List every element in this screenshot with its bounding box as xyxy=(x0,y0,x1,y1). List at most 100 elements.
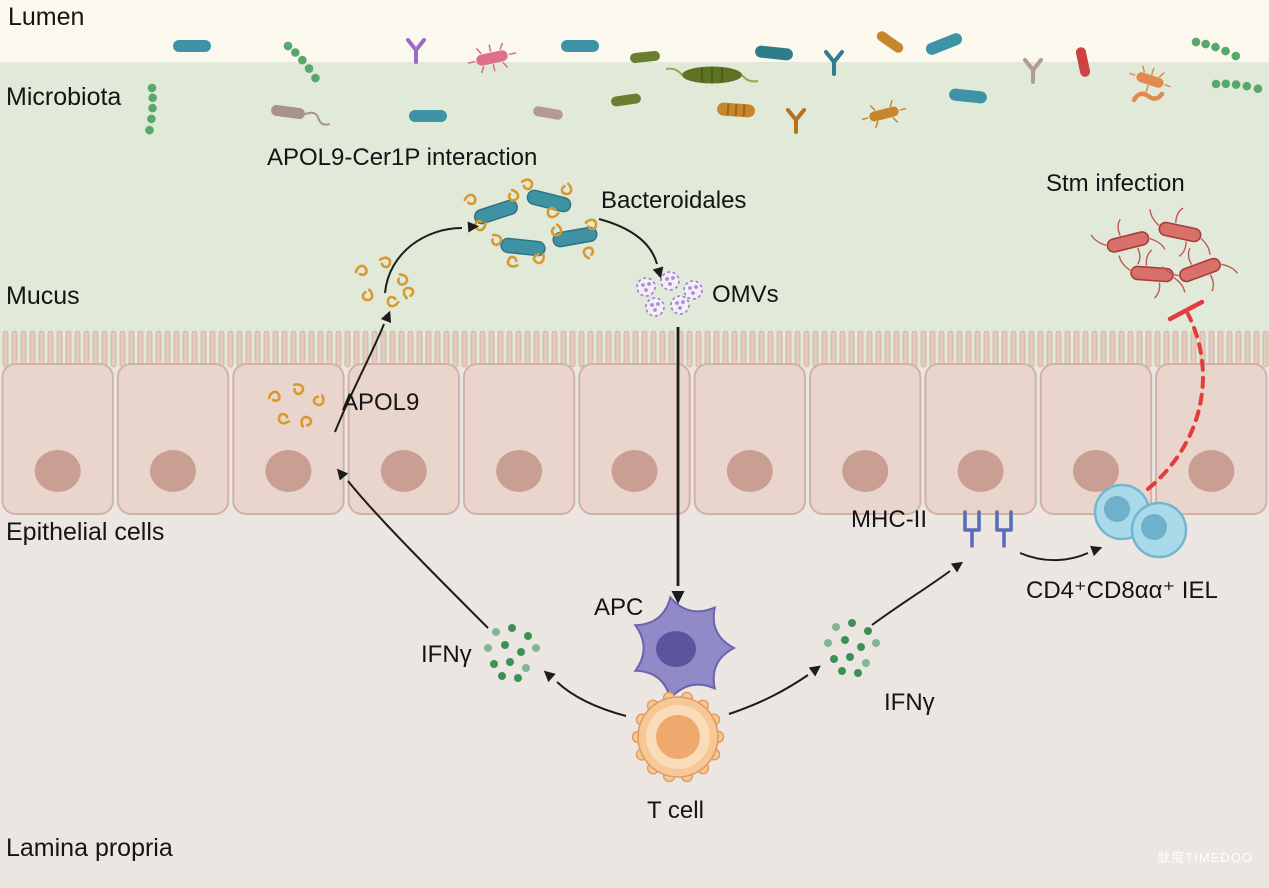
ifng-dot-icon xyxy=(864,627,872,635)
microbiota-label: Microbiota xyxy=(6,83,122,111)
bacterium-rod-icon xyxy=(409,110,447,122)
omv-icon xyxy=(670,295,690,315)
microbiota-icons xyxy=(126,29,1264,136)
apc-cell xyxy=(633,595,737,701)
arrowheads xyxy=(336,221,1103,683)
apol9-squiggle-icon xyxy=(402,286,415,300)
ifng-dot-icon xyxy=(508,624,516,632)
apol9-squiggle-icon xyxy=(520,178,534,191)
ifng-dot-icon xyxy=(532,644,540,652)
cell-nucleus xyxy=(265,450,312,492)
ifng-dot-icon xyxy=(854,669,862,677)
apol9-squiggle-icon xyxy=(532,252,545,265)
bacterium-flagellate-icon xyxy=(271,104,331,126)
watermark: 肽度TIMEDOO xyxy=(1157,850,1253,865)
epithelial-cell xyxy=(232,363,345,515)
lamina-propria-label: Lamina propria xyxy=(6,834,173,862)
omv-icon xyxy=(645,297,665,317)
cell-nucleus xyxy=(726,450,773,492)
apol9-squiggle-icon xyxy=(354,264,368,277)
ifng-dot-clusters xyxy=(484,619,880,682)
apol9-label: APOL9 xyxy=(342,389,420,416)
apol9-squiggle-icon xyxy=(361,288,374,302)
iel-nucleus xyxy=(1141,514,1167,540)
t-cell-nucleus xyxy=(656,715,700,759)
apol9-squiggle-icon xyxy=(386,295,400,308)
ifng-dot-icon xyxy=(501,641,509,649)
epithelial-cells-label: Epithelial cells xyxy=(6,518,165,546)
cell-nucleus xyxy=(842,450,889,492)
ifng-dot-icon xyxy=(490,660,498,668)
stm-bacteria-cluster xyxy=(1090,207,1239,299)
cell-nucleus xyxy=(1188,450,1235,492)
apol9-squiggle-icon xyxy=(300,415,313,428)
iel-cells xyxy=(1093,483,1188,559)
cell-nucleus xyxy=(611,450,658,492)
bacteroidales-label: Bacteroidales xyxy=(601,187,747,214)
ifng-dot-icon xyxy=(492,628,500,636)
ifng-dot-icon xyxy=(830,655,838,663)
ifng-dot-icon xyxy=(838,667,846,675)
bacterium-rod-icon xyxy=(561,40,599,52)
ifng-dot-icon xyxy=(484,644,492,652)
apol9-squiggle-icon xyxy=(277,412,291,425)
apol9-squiggle-icon xyxy=(582,246,595,260)
epithelial-cell xyxy=(116,363,230,515)
inhibition-dashed-line xyxy=(1146,299,1205,491)
ifng-dot-icon xyxy=(824,639,832,647)
apc-label: APC xyxy=(594,594,644,621)
apol9-squiggle-icon xyxy=(546,206,560,219)
ifng-dot-icon xyxy=(514,674,522,682)
ifng-dot-icon xyxy=(841,636,849,644)
bacteroidales-cluster xyxy=(473,189,598,257)
mucus-band xyxy=(0,62,1269,367)
omv-icon xyxy=(683,280,703,300)
iel-label: CD4⁺CD8αα⁺ IEL xyxy=(1026,577,1218,604)
omv-icon xyxy=(636,277,656,297)
t-cell-label: T cell xyxy=(647,797,704,824)
apol9-squiggle-icon xyxy=(550,223,563,237)
cell-nucleus xyxy=(496,450,543,492)
apol9-squiggle-icon xyxy=(584,218,598,231)
inhibition-bar xyxy=(1167,299,1205,322)
apol9-squiggle-icon xyxy=(267,390,281,403)
apc-nucleus xyxy=(656,631,696,667)
apol9-squiggle-icon xyxy=(491,233,503,247)
ifng-dot-icon xyxy=(522,664,530,672)
mhc2-receptor-icons xyxy=(963,510,1013,548)
pathway-arrows xyxy=(334,218,1089,717)
epithelial-cell xyxy=(1,363,114,515)
omv-vesicles xyxy=(636,271,703,317)
apol9-squiggle-icon xyxy=(463,193,477,206)
apol9-squiggle-icon xyxy=(397,273,409,286)
omv-icon xyxy=(660,271,680,291)
t-cell xyxy=(631,691,725,783)
lumen-band xyxy=(0,0,1269,62)
stm-infection-label: Stm infection xyxy=(1046,170,1185,197)
ifng-dot-icon xyxy=(846,653,854,661)
bacterium-rod-icon xyxy=(173,40,211,52)
bacterium-curved-icon xyxy=(1131,91,1165,103)
cell-nucleus xyxy=(380,450,427,492)
ifng-dot-icon xyxy=(862,659,870,667)
brush-border xyxy=(2,330,1269,368)
apol9-squiggle-icon xyxy=(506,255,519,268)
apol9-squiggle-icon xyxy=(378,256,392,269)
ifng-dot-icon xyxy=(498,672,506,680)
bacterium-ciliated-icon xyxy=(467,42,517,74)
cell-nucleus xyxy=(150,450,197,492)
mucus-label: Mucus xyxy=(6,282,80,310)
ifng-dot-icon xyxy=(872,639,880,647)
epithelial-cell xyxy=(462,363,576,515)
epithelial-cell xyxy=(693,363,807,515)
apol9-squiggle-icon xyxy=(507,188,520,202)
epithelial-cell xyxy=(347,363,460,515)
cell-nucleus xyxy=(957,450,1004,492)
iel-nucleus xyxy=(1104,496,1130,522)
diatom-icon xyxy=(665,66,759,84)
ifng-dot-icon xyxy=(506,658,514,666)
epithelial-cell xyxy=(1155,363,1268,515)
epithelial-cell xyxy=(809,363,922,515)
